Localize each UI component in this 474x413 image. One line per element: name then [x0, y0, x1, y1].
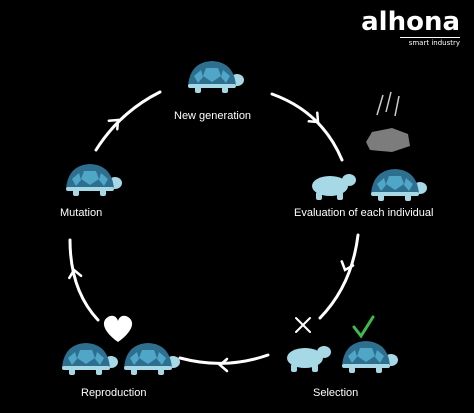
cycle-ring	[68, 90, 360, 365]
reproduction-turtle-right-icon	[124, 343, 180, 375]
mutation-turtle-icon	[66, 164, 122, 196]
brand-name: alhona	[361, 7, 460, 37]
brand-tagline: smart industry	[400, 37, 460, 47]
arrow-head-3	[218, 357, 229, 373]
evaluation-shelled-turtle-icon	[371, 169, 427, 201]
arc-new-gen-to-evaluation	[270, 92, 344, 162]
evaluation-bare-turtle-icon	[312, 174, 356, 200]
heart-icon	[103, 315, 133, 342]
brand-logo: alhona smart industry	[340, 8, 460, 47]
reproduction-turtle-left-icon	[62, 343, 118, 375]
arc-evaluation-to-selection	[318, 233, 360, 320]
arc-selection-to-reproduction	[178, 353, 270, 365]
falling-rock-icon	[366, 91, 410, 152]
label-reproduction: Reproduction	[81, 387, 147, 399]
arc-mutation-to-new-gen	[94, 90, 162, 152]
selection-bare-turtle-icon	[287, 346, 331, 372]
arrow-head-5	[107, 114, 124, 131]
label-new-generation: New generation	[174, 110, 252, 122]
label-selection: Selection	[313, 387, 359, 399]
cross-icon	[295, 317, 311, 333]
arc-reproduction-to-mutation	[68, 238, 100, 322]
new-generation-turtle-icon	[188, 61, 244, 93]
checkmark-icon	[352, 315, 375, 339]
label-mutation: Mutation	[60, 207, 103, 219]
label-evaluation: Evaluation of each individual	[294, 207, 434, 219]
selection-shelled-turtle-icon	[342, 341, 398, 373]
